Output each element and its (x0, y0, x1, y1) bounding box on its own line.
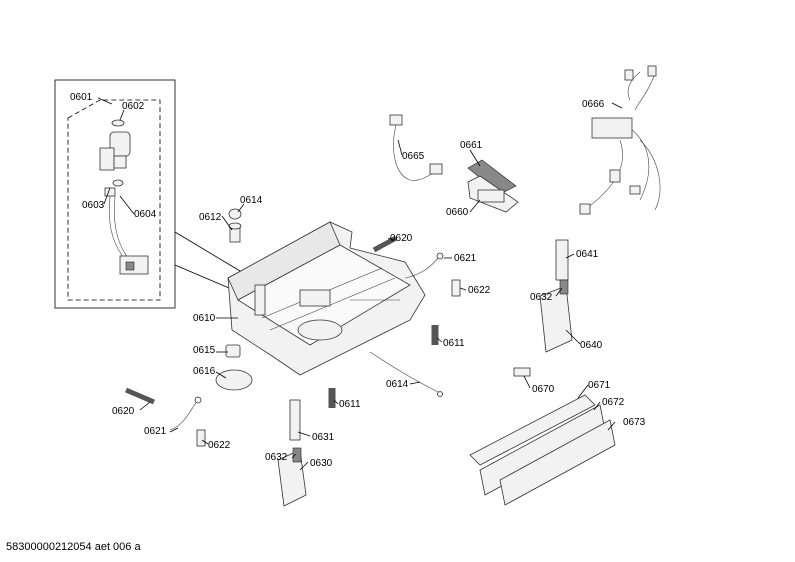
label-0602: 0602 (122, 101, 145, 112)
label-0665: 0665 (402, 151, 425, 162)
label-0604: 0604 (134, 209, 157, 220)
label-0632a: 0632 (530, 292, 553, 303)
label-0612: 0612 (199, 212, 222, 223)
label-0630: 0630 (310, 458, 333, 469)
label-0671: 0671 (588, 380, 611, 391)
part-0660 (467, 175, 519, 213)
label-0621a: 0621 (454, 253, 477, 264)
document-id: 58300000212054 aet 006 a (6, 541, 141, 553)
part-0622b (196, 429, 206, 447)
label-0666: 0666 (582, 99, 605, 110)
label-0615: 0615 (193, 345, 216, 356)
label-0622b: 0622 (208, 440, 231, 451)
label-0660: 0660 (446, 207, 469, 218)
panel-0673 (499, 419, 616, 506)
part-0621b (169, 396, 202, 431)
part-0614b (369, 351, 443, 397)
part-0616 (215, 369, 253, 391)
label-0673: 0673 (623, 417, 646, 428)
label-0614a: 0614 (240, 195, 263, 206)
label-0601: 0601 (70, 92, 93, 103)
part-0621a (404, 252, 444, 279)
label-0641: 0641 (576, 249, 599, 260)
label-0620a: 0620 (390, 233, 413, 244)
part-0620b (125, 387, 155, 405)
label-0610: 0610 (193, 313, 216, 324)
part-0622a (451, 279, 461, 297)
detail-inset-0601 (54, 79, 263, 309)
label-0631: 0631 (312, 432, 335, 443)
label-0632b: 0632 (265, 452, 288, 463)
part-0615 (225, 344, 241, 358)
part-0612 (228, 222, 242, 243)
label-0640: 0640 (580, 340, 603, 351)
label-0621b: 0621 (144, 426, 167, 437)
panel-0671 (469, 394, 596, 466)
label-0614b: 0614 (386, 379, 409, 390)
label-0670: 0670 (532, 384, 555, 395)
label-0622a: 0622 (468, 285, 491, 296)
label-0611a: 0611 (443, 338, 465, 349)
part-0620a (372, 235, 398, 253)
label-0620b: 0620 (112, 406, 135, 417)
base-tub-0610 (227, 221, 426, 376)
hinge-0640 (539, 239, 573, 353)
part-0670 (513, 367, 531, 377)
wiring-harness-0666 (579, 65, 661, 215)
label-0661: 0661 (460, 140, 483, 151)
label-0672: 0672 (602, 397, 625, 408)
label-0616: 0616 (193, 366, 216, 377)
hinge-0630 (277, 399, 307, 507)
label-0611b: 0611 (339, 399, 361, 410)
label-0603: 0603 (82, 200, 105, 211)
leader-lines (97, 97, 623, 471)
cable-0665 (389, 114, 443, 181)
